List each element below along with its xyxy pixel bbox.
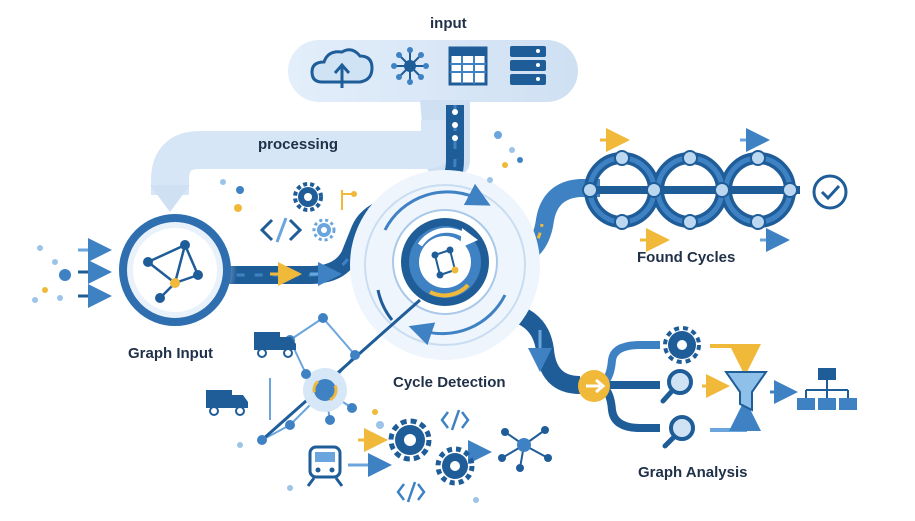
lower-network bbox=[257, 298, 421, 445]
funnel-icon bbox=[724, 371, 768, 412]
cycle-detection-node[interactable] bbox=[350, 170, 540, 360]
truck-icon bbox=[254, 332, 296, 358]
truck-icon bbox=[206, 390, 248, 416]
server-stack-icon bbox=[510, 46, 546, 85]
gear-icon bbox=[312, 218, 336, 242]
found-cycles-label: Found Cycles bbox=[637, 249, 736, 266]
processing-arrow bbox=[150, 120, 459, 212]
spreadsheet-icon bbox=[448, 46, 488, 86]
train-icon bbox=[306, 445, 344, 487]
graph-analysis-branch bbox=[578, 341, 798, 432]
gear-icon bbox=[435, 446, 475, 486]
code-brackets-icon bbox=[396, 481, 426, 503]
gear-icon bbox=[293, 182, 323, 212]
processing-label: processing bbox=[258, 136, 339, 153]
network-node-icon bbox=[391, 47, 429, 85]
incoming-data-arrows bbox=[32, 238, 112, 308]
branch-icon bbox=[341, 190, 357, 210]
check-icon bbox=[812, 174, 848, 210]
scattered-dots bbox=[237, 409, 479, 503]
input-label: input bbox=[430, 15, 467, 32]
magnifier-icon bbox=[660, 369, 693, 404]
magnifier-icon bbox=[662, 415, 695, 449]
cloud-upload-icon bbox=[310, 48, 374, 88]
gear-icon bbox=[663, 326, 701, 364]
gear-icon bbox=[388, 418, 432, 462]
scattered-dots bbox=[220, 131, 523, 212]
network-node-icon bbox=[498, 426, 552, 472]
code-brackets-icon bbox=[440, 409, 470, 431]
found-cycles-chain bbox=[582, 128, 800, 252]
code-brackets-icon bbox=[259, 217, 303, 243]
hierarchy-icon bbox=[797, 368, 857, 410]
graph-input-label: Graph Input bbox=[128, 345, 213, 362]
cycle-detection-label: Cycle Detection bbox=[393, 374, 506, 391]
graph-input-node[interactable] bbox=[113, 208, 237, 332]
graph-analysis-label: Graph Analysis bbox=[638, 464, 748, 481]
